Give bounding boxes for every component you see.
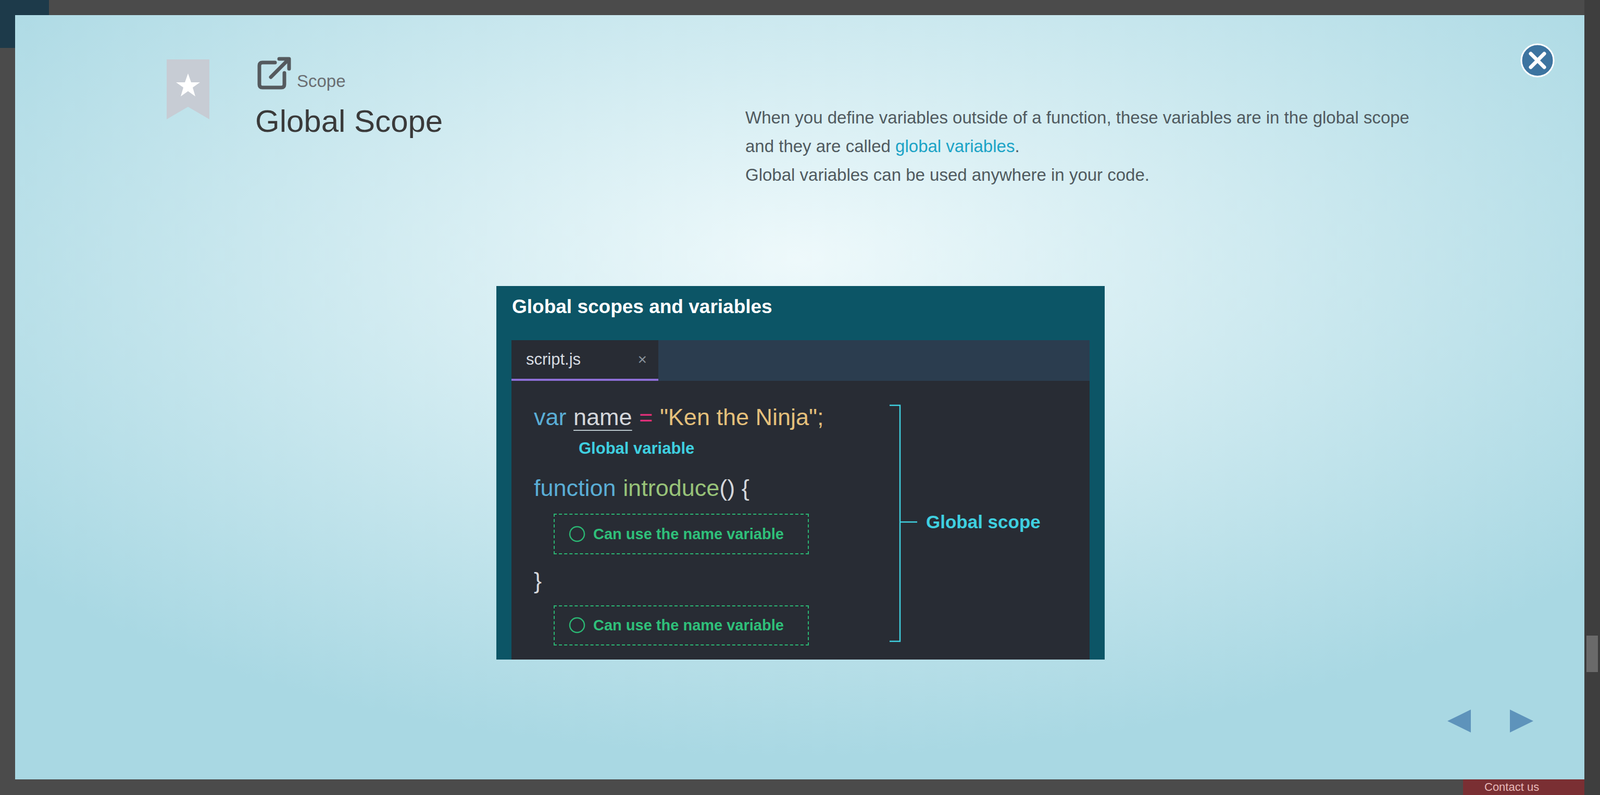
scroll-thumb [1586,635,1598,672]
para-label: When you define variables outside of a f… [745,107,1410,156]
close-button [1521,44,1554,77]
ok-circle [569,617,585,633]
title-box: Global Scope [255,103,443,140]
fn-label: introduce [622,474,720,502]
next-arrow [1509,709,1534,733]
bookmark-ribbon [166,59,210,120]
pn-label: () { [719,474,750,502]
external-link-arrow [270,58,290,78]
node-text: Can use the name variable [593,616,784,634]
dot-label: . [1014,136,1020,156]
editor-tab: script.js × [511,340,659,381]
nm-label: name [573,403,633,431]
text-group: functionintroduce() { [533,473,750,503]
str-label: "Ken the Ninja"; [659,403,824,431]
ok-circle [569,526,585,542]
text-group: Contact us [1484,780,1540,794]
scope-label: Scope [296,71,346,91]
bookmark-star [176,73,200,97]
scope-bracket [889,405,918,642]
modal [15,15,1585,780]
link-label: global variables [895,136,1015,156]
node-text: script.js [526,350,581,369]
text-group: When you define variables outside of a f… [745,103,1423,190]
close-cross [1530,53,1545,68]
prev-arrow [1447,709,1471,733]
text-group: } [533,566,542,595]
contact-label: Contact us [1484,780,1540,794]
page-title: Global Scope [255,103,443,140]
gs-label: Global scope [926,511,1041,532]
scope-box: Can use the name variable [553,605,809,646]
illustration-frame: Global scopes and variables script.js × Can… [496,285,1105,660]
tab-bar [511,340,1090,381]
node-text: Can use the name variable [593,525,784,543]
text-group: Global variable [578,438,695,458]
gv-label: Global variable [578,439,695,458]
close-mark: × [637,350,647,369]
scrollbar [1584,0,1600,795]
text-group: Scope [296,70,346,92]
illustration-panel [496,285,1105,660]
text-group: varname="Ken the Ninja"; [533,403,824,432]
code-area [511,380,1090,660]
block-label: Global variables can be used anywhere in… [745,160,1423,190]
contact-bar [1463,779,1585,795]
node-text: Global scopes and variables [511,295,1090,319]
kw-label: function [533,474,617,502]
pn-label: } [533,567,542,594]
text-group: Global scope [926,510,1041,533]
kw-label: var [533,403,567,431]
op-label: = [639,403,653,431]
scope-box: Can use the name variable [553,513,809,555]
